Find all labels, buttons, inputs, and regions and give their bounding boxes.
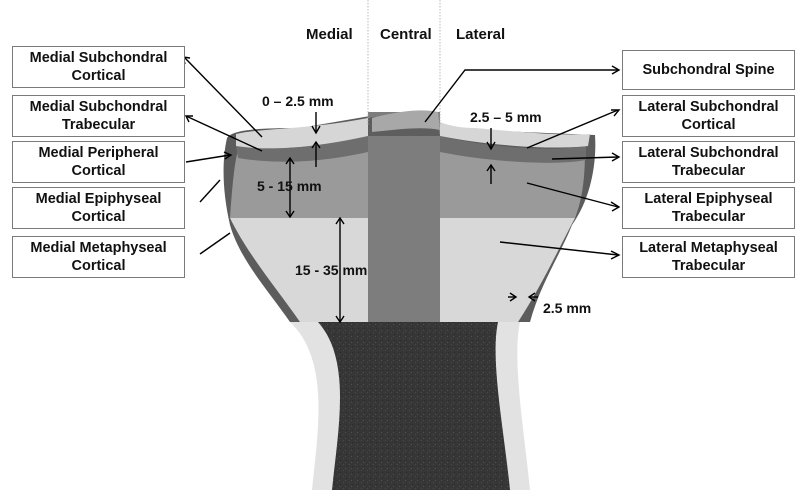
label-medial-metaphyseal-cortical: Medial Metaphyseal Cortical <box>12 236 185 278</box>
label-medial-peripheral-cortical: Medial Peripheral Cortical <box>12 141 185 183</box>
label-subchondral-spine: Subchondral Spine <box>622 50 795 90</box>
label-lateral-subchondral-trabecular: Lateral Subchondral Trabecular <box>622 141 795 183</box>
label-lateral-metaphyseal-trabecular: Lateral Metaphyseal Trabecular <box>622 236 795 278</box>
header-central: Central <box>380 26 432 43</box>
dim-subchondral-medial: 0 – 2.5 mm <box>262 93 334 109</box>
dim-metaphyseal: 15 - 35 mm <box>295 262 367 278</box>
label-medial-epiphyseal-cortical: Medial Epiphyseal Cortical <box>12 187 185 229</box>
dim-subchondral-lateral: 2.5 – 5 mm <box>470 109 542 125</box>
central-column <box>368 112 440 322</box>
leader-medial-metaphyseal-cortical <box>200 233 230 254</box>
label-lateral-subchondral-cortical: Lateral Subchondral Cortical <box>622 95 795 137</box>
shaft-marrow <box>318 322 510 490</box>
leader-medial-epiphyseal-cortical <box>200 180 220 202</box>
dim-cortical-shell: 2.5 mm <box>543 300 591 316</box>
leader-medial-peripheral-cortical <box>186 155 230 162</box>
label-lateral-epiphyseal-trabecular: Lateral Epiphyseal Trabecular <box>622 187 795 229</box>
header-medial: Medial <box>306 26 353 43</box>
leader-medial-subchondral-cortical <box>185 58 262 137</box>
header-lateral: Lateral <box>456 26 505 43</box>
label-medial-subchondral-trabecular: Medial Subchondral Trabecular <box>12 95 185 137</box>
dim-epiphyseal: 5 - 15 mm <box>257 178 322 194</box>
label-medial-subchondral-cortical: Medial Subchondral Cortical <box>12 46 185 88</box>
